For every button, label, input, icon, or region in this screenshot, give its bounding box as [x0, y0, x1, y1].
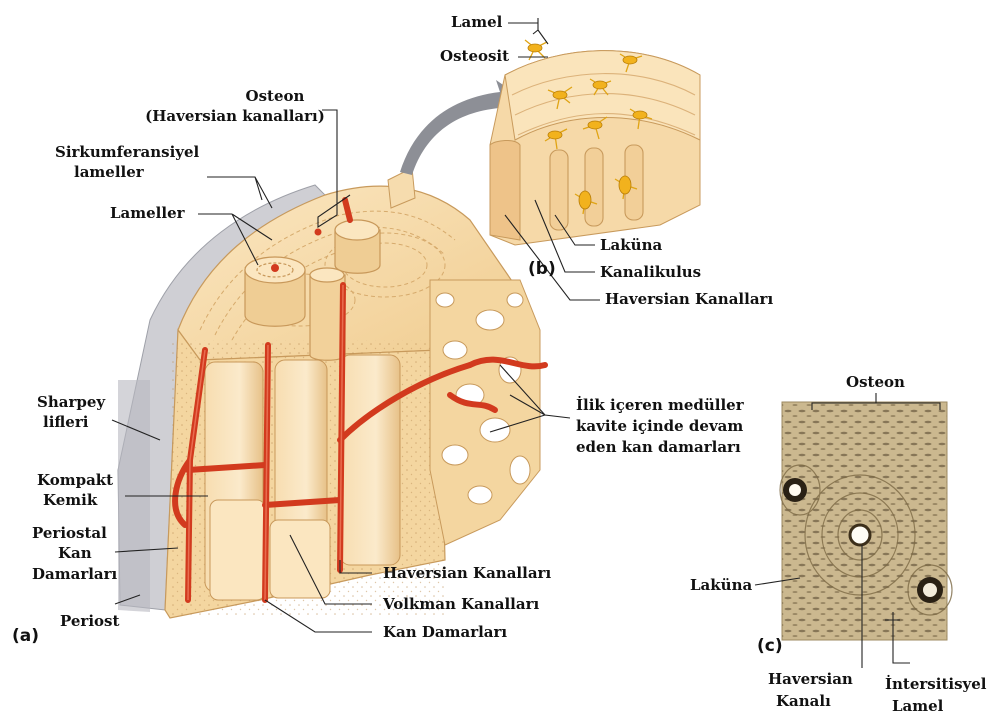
- label-b-kanalikulus: Kanalikulus: [600, 263, 701, 282]
- label-sirkumferansiyel-2: lameller: [74, 163, 144, 182]
- label-periostal-2: Kan: [58, 544, 92, 563]
- label-kompakt-2: Kemik: [43, 491, 97, 510]
- panel-a-illustration: [118, 168, 545, 618]
- label-haversian-kanallari: Haversian Kanalları: [383, 564, 551, 583]
- label-osteon-sub: (Haversian kanalları): [145, 107, 325, 126]
- label-ilik-3: eden kan damarları: [576, 438, 741, 457]
- panel-c-letter: (c): [757, 637, 783, 656]
- label-c-intersitisyel-1: İntersitisyel: [885, 675, 986, 694]
- label-c-haversian-2: Kanalı: [776, 692, 831, 711]
- label-ilik-1: İlik içeren medüller: [576, 396, 744, 415]
- label-lamel: Lamel: [451, 13, 502, 32]
- label-sharpey-1: Sharpey: [37, 393, 105, 412]
- panel-b-letter: (b): [528, 260, 556, 279]
- label-osteosit: Osteosit: [440, 47, 509, 66]
- label-periost: Periost: [60, 612, 119, 631]
- spongy-bone: [430, 280, 540, 545]
- label-periostal-3: Damarları: [32, 565, 117, 584]
- label-c-osteon: Osteon: [846, 373, 905, 392]
- label-sharpey-2: lifleri: [43, 413, 88, 432]
- label-osteon: Osteon: [210, 87, 340, 106]
- label-volkman-kanallari: Volkman Kanalları: [383, 595, 539, 614]
- label-c-intersitisyel-2: Lamel: [892, 697, 943, 716]
- panel-b-illustration: [490, 40, 700, 245]
- label-sirkumferansiyel-1: Sirkumferansiyel: [55, 143, 199, 162]
- label-ilik-2: kavite içinde devam: [576, 417, 743, 436]
- label-c-lakuna: Laküna: [690, 576, 752, 595]
- label-periostal-1: Periostal: [32, 524, 107, 543]
- label-b-haversian: Haversian Kanalları: [605, 290, 773, 309]
- label-b-lakuna: Laküna: [600, 236, 662, 255]
- panel-a-letter: (a): [12, 627, 39, 646]
- label-kan-damarlari: Kan Damarları: [383, 623, 507, 642]
- label-lameller: Lameller: [110, 204, 185, 223]
- label-c-haversian-1: Haversian: [768, 670, 853, 689]
- label-kompakt-1: Kompakt: [37, 471, 113, 490]
- panel-c-micrograph: [780, 402, 952, 640]
